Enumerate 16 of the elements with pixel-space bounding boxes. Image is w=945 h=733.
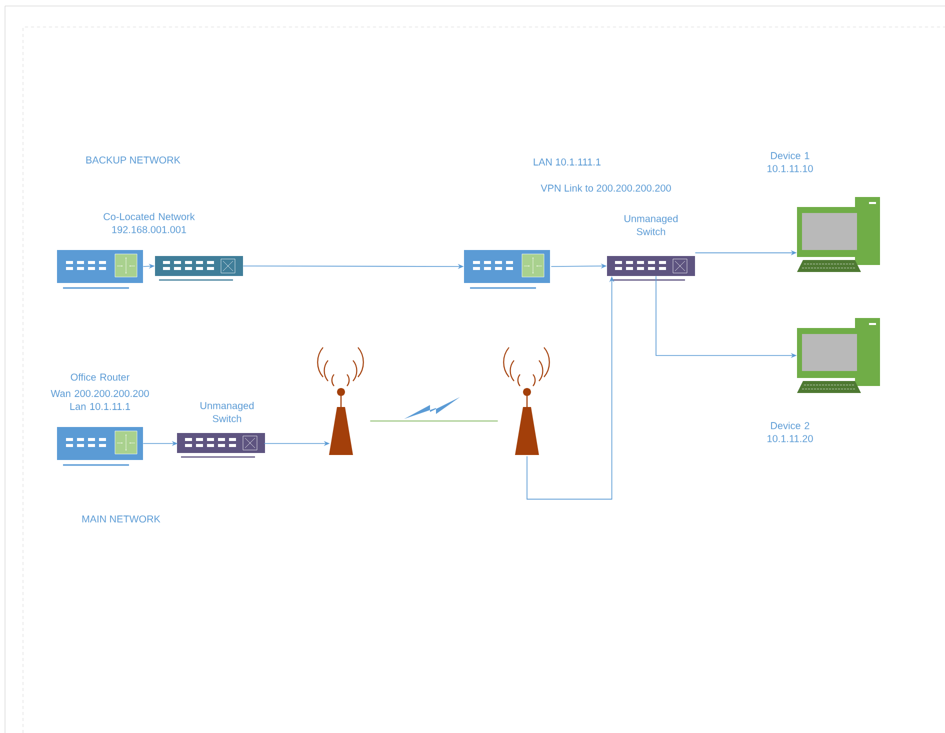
node-label: Device 1 10.1.11.10 [768,152,813,172]
note-label: VPN Link to 200.200.200.200 [540,184,671,192]
node-label: Wan 200.200.200.200 Lan 10.1.11.1 [50,390,149,410]
node-label: Unmanaged Switch [624,214,678,236]
router-icon [464,250,550,289]
node-label: Device 2 10.1.11.20 [768,422,813,442]
switch-icon [155,256,243,281]
note-label: MAIN NETWORK [82,515,160,523]
wireless-link [370,397,498,422]
note-label: BACKUP NETWORK [86,156,180,164]
antenna-tower-icon [503,347,550,455]
node-label: Unmanaged Switch [200,402,254,422]
note-label: LAN 10.1.111.1 [534,158,601,166]
node-label: Office Router [70,373,130,381]
node-label: Co-Located Network 192.168.001.001 [104,212,195,234]
antenna-tower-icon [317,347,364,455]
